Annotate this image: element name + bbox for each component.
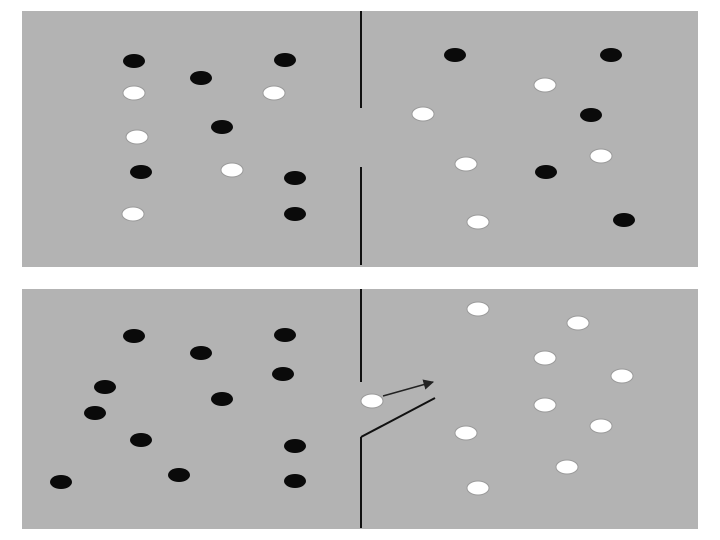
dark-particle	[50, 475, 72, 489]
dark-particle	[168, 468, 190, 482]
light-particle	[121, 206, 145, 222]
dark-particle	[284, 207, 306, 221]
particle-in-transit	[360, 379, 435, 409]
dark-particle	[274, 53, 296, 67]
light-particle	[466, 214, 490, 230]
dark-particle	[190, 346, 212, 360]
top-right-chamber	[411, 48, 635, 230]
dark-particle	[274, 328, 296, 342]
light-particle	[566, 315, 590, 331]
top-left-chamber	[121, 53, 306, 222]
motion-arrow	[382, 379, 435, 397]
bottom-panel	[22, 289, 698, 529]
bottom-right-chamber	[454, 301, 634, 496]
dark-particle	[535, 165, 557, 179]
light-particle	[610, 368, 634, 384]
light-particle	[454, 156, 478, 172]
dark-particle	[284, 474, 306, 488]
top-panel	[22, 11, 698, 267]
dark-particle	[600, 48, 622, 62]
dark-particle	[580, 108, 602, 122]
light-particle	[533, 350, 557, 366]
light-particle	[220, 162, 244, 178]
light-particle	[262, 85, 286, 101]
light-particle	[466, 301, 490, 317]
light-particle	[454, 425, 478, 441]
light-particle	[466, 480, 490, 496]
light-particle	[589, 418, 613, 434]
dark-particle	[211, 120, 233, 134]
dark-particle	[284, 439, 306, 453]
dark-particle	[123, 329, 145, 343]
bottom-left-chamber	[50, 328, 306, 489]
dark-particle	[211, 392, 233, 406]
dark-particle	[130, 165, 152, 179]
dark-particle	[94, 380, 116, 394]
dark-particle	[284, 171, 306, 185]
light-particle	[555, 459, 579, 475]
light-particle	[533, 77, 557, 93]
trapdoor	[360, 397, 436, 438]
dark-particle	[272, 367, 294, 381]
light-particle	[589, 148, 613, 164]
light-particle	[533, 397, 557, 413]
light-particle	[122, 85, 146, 101]
dark-particle	[130, 433, 152, 447]
light-particle	[411, 106, 435, 122]
dark-particle	[84, 406, 106, 420]
dark-particle	[190, 71, 212, 85]
light-particle	[360, 393, 384, 409]
dark-particle	[123, 54, 145, 68]
dark-particle	[444, 48, 466, 62]
light-particle	[125, 129, 149, 145]
dark-particle	[613, 213, 635, 227]
